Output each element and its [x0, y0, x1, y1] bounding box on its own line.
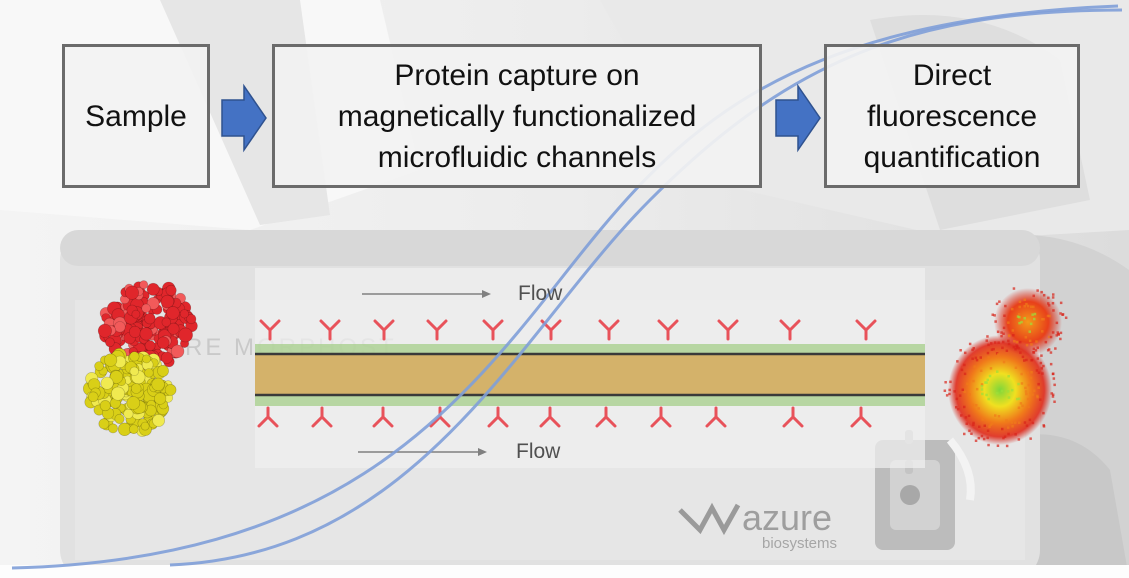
antibody-bottom: [487, 406, 509, 428]
antibody-bottom: [595, 406, 617, 428]
antibody-bottom: [257, 406, 279, 428]
antibody-top: [319, 319, 341, 341]
antibody-top: [657, 319, 679, 341]
antibody-top: [717, 319, 739, 341]
antibody-top: [855, 319, 877, 341]
antibody-bottom: [539, 406, 561, 428]
flow-top-label: Flow: [518, 282, 563, 305]
channel-body: [255, 353, 925, 396]
antibody-bottom: [705, 406, 727, 428]
antibody-bottom: [650, 406, 672, 428]
antibodies-bottom: [257, 406, 872, 428]
antibody-top: [779, 319, 801, 341]
flow-bottom-label: Flow: [516, 440, 561, 463]
step-box-protein-capture: Protein capture on magnetically function…: [272, 44, 762, 188]
step-box-fluorescence-quantification: Direct fluorescence quantification: [824, 44, 1080, 188]
antibody-top: [259, 319, 281, 341]
antibody-top: [426, 319, 448, 341]
azure-logo: azure biosystems: [678, 497, 837, 552]
antibody-top: [598, 319, 620, 341]
antibody-bottom: [782, 406, 804, 428]
azure-brand-text: azure: [742, 497, 832, 538]
process-arrow-1: [221, 83, 267, 153]
antibody-bottom: [372, 406, 394, 428]
antibody-bottom: [311, 406, 333, 428]
process-arrow-2: [775, 83, 821, 153]
microfluidic-channel: [255, 268, 925, 468]
azure-brand-subtext: biosystems: [762, 535, 837, 552]
fluorescence-spots: [943, 287, 1068, 448]
protein-molecule: [82, 280, 198, 437]
antibody-top: [482, 319, 504, 341]
antibody-bottom: [850, 406, 872, 428]
antibodies-top: [259, 319, 877, 341]
step-box-sample: Sample: [62, 44, 210, 188]
antibody-top: [373, 319, 395, 341]
